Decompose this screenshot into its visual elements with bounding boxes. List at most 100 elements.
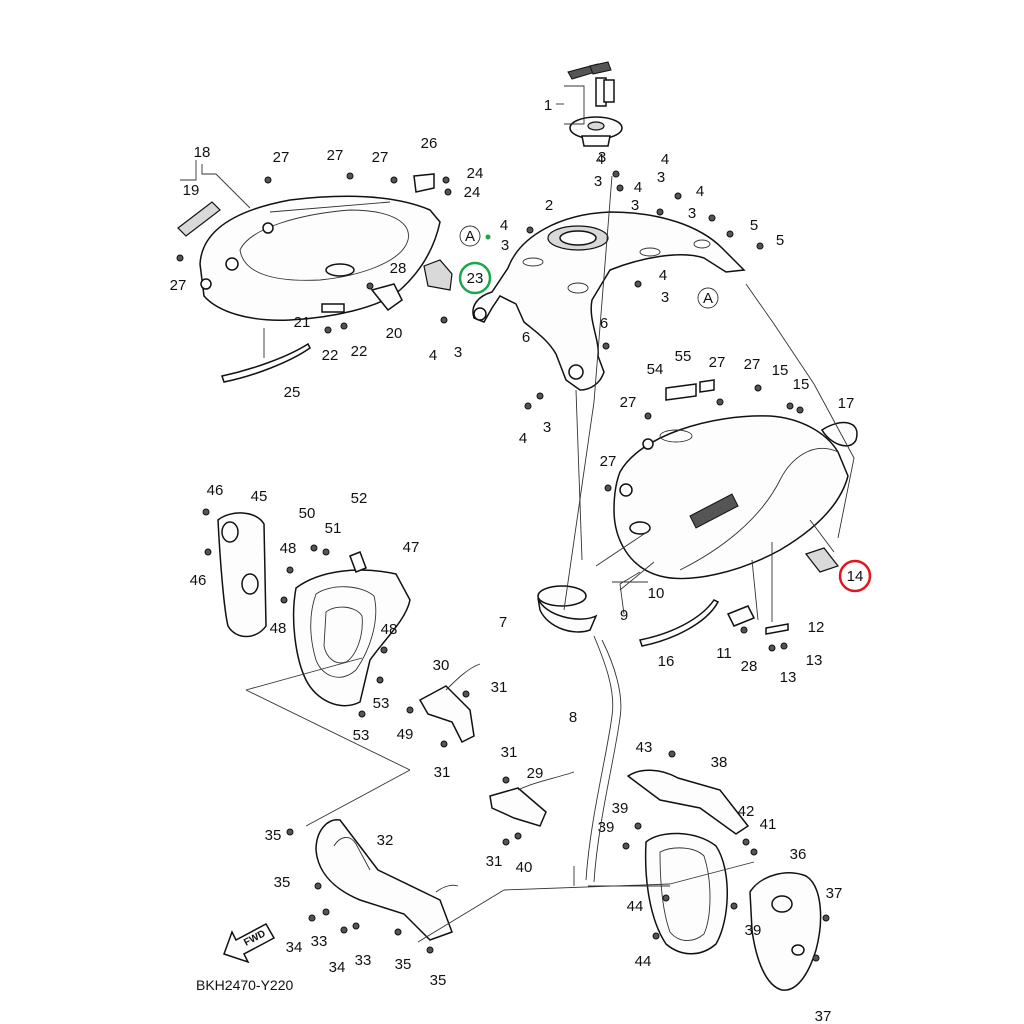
callout-35: 35 — [265, 827, 282, 844]
callout-13: 13 — [806, 652, 823, 669]
callout-31: 31 — [491, 679, 508, 696]
callout-21: 21 — [294, 314, 311, 331]
callout-37: 37 — [815, 1008, 832, 1024]
callout-24: 24 — [467, 165, 484, 182]
callout-5: 5 — [776, 232, 784, 249]
callout-15: 15 — [793, 376, 810, 393]
callout-34: 34 — [329, 959, 346, 976]
callout-27: 27 — [744, 356, 761, 373]
rear-tank-cover — [199, 195, 441, 321]
callout-5: 5 — [750, 217, 758, 234]
callout-4: 4 — [429, 347, 437, 364]
callout-3: 3 — [688, 205, 696, 222]
callout-55: 55 — [675, 348, 692, 365]
callout-12: 12 — [808, 619, 825, 636]
highlight-ring-14[interactable] — [838, 559, 872, 593]
callout-14: 14 — [847, 568, 864, 585]
callout-3: 3 — [454, 344, 462, 361]
callout-47: 47 — [403, 539, 420, 556]
callout-31: 31 — [486, 853, 503, 870]
callout-23: 23 — [467, 270, 484, 287]
callout-48: 48 — [381, 621, 398, 638]
callout-2: 2 — [545, 197, 553, 214]
callout-7: 7 — [499, 614, 507, 631]
callout-3: 3 — [631, 197, 639, 214]
protector-strip — [221, 342, 311, 383]
callout-51: 51 — [325, 520, 342, 537]
callout-19: 19 — [183, 182, 200, 199]
callout-4: 4 — [519, 430, 527, 447]
green-dot — [485, 234, 491, 240]
callout-35: 35 — [274, 874, 291, 891]
callout-35: 35 — [430, 972, 447, 989]
callout-11: 11 — [716, 645, 732, 662]
callout-15: 15 — [772, 362, 789, 379]
callout-43: 43 — [636, 739, 653, 756]
lower-cover — [315, 819, 453, 941]
callout-27: 27 — [709, 354, 726, 371]
callout-32: 32 — [377, 832, 394, 849]
callout-18: 18 — [194, 144, 211, 161]
callout-9: 9 — [620, 607, 628, 624]
fwd-arrow-icon: FWD — [223, 922, 276, 964]
callout-33: 33 — [311, 933, 328, 950]
callout-48: 48 — [280, 540, 297, 557]
callout-53: 53 — [353, 727, 370, 744]
callout-49: 49 — [397, 726, 414, 743]
callout-28: 28 — [741, 658, 758, 675]
callout-46: 46 — [190, 572, 207, 589]
callout-8: 8 — [569, 709, 577, 726]
callout-20: 20 — [386, 325, 403, 342]
callout-25: 25 — [284, 384, 301, 401]
callout-27: 27 — [327, 147, 344, 164]
callout-26: 26 — [421, 135, 438, 152]
callout-30: 30 — [433, 657, 450, 674]
callout-6: 6 — [600, 315, 608, 332]
callout-27: 27 — [273, 149, 290, 166]
callout-4: 4 — [634, 179, 642, 196]
callout-17: 17 — [838, 395, 855, 412]
diagram-code: BKH2470-Y220 — [196, 977, 294, 993]
callout-52: 52 — [351, 490, 368, 507]
damper — [821, 421, 858, 447]
callout-31: 31 — [501, 744, 518, 761]
right-side-cover — [749, 872, 822, 991]
callout-36: 36 — [790, 846, 807, 863]
callout-3: 3 — [657, 169, 665, 186]
ref-marker-a-2: A — [697, 287, 719, 309]
left-side-cover — [217, 512, 267, 638]
svg-text:A: A — [703, 290, 713, 307]
callout-35: 35 — [395, 956, 412, 973]
callout-4: 4 — [661, 151, 669, 168]
callout-27: 27 — [620, 394, 637, 411]
callout-38: 38 — [711, 754, 728, 771]
callout-10: 10 — [648, 585, 665, 602]
callout-3: 3 — [598, 149, 606, 166]
callout-39: 39 — [745, 922, 762, 939]
callout-27: 27 — [372, 149, 389, 166]
callout-34: 34 — [286, 939, 303, 956]
fuel-cap-assembly — [564, 61, 623, 147]
callout-54: 54 — [647, 361, 664, 378]
callout-29: 29 — [527, 765, 544, 782]
fuel-tank — [472, 211, 746, 391]
callout-3: 3 — [501, 237, 509, 254]
callout-4: 4 — [659, 267, 667, 284]
callout-16: 16 — [658, 653, 675, 670]
highlight-ring-23[interactable] — [458, 261, 492, 295]
callout-3: 3 — [594, 173, 602, 190]
callout-48: 48 — [270, 620, 287, 637]
callout-27: 27 — [170, 277, 187, 294]
emblem — [177, 201, 221, 237]
callout-22: 22 — [351, 343, 368, 360]
callout-39: 39 — [612, 800, 629, 817]
callout-3: 3 — [543, 419, 551, 436]
callout-50: 50 — [299, 505, 316, 522]
callout-3: 3 — [661, 289, 669, 306]
callout-24: 24 — [464, 184, 481, 201]
callout-53: 53 — [373, 695, 390, 712]
callout-31: 31 — [434, 764, 451, 781]
callout-41: 41 — [760, 816, 777, 833]
callout-13: 13 — [780, 669, 797, 686]
